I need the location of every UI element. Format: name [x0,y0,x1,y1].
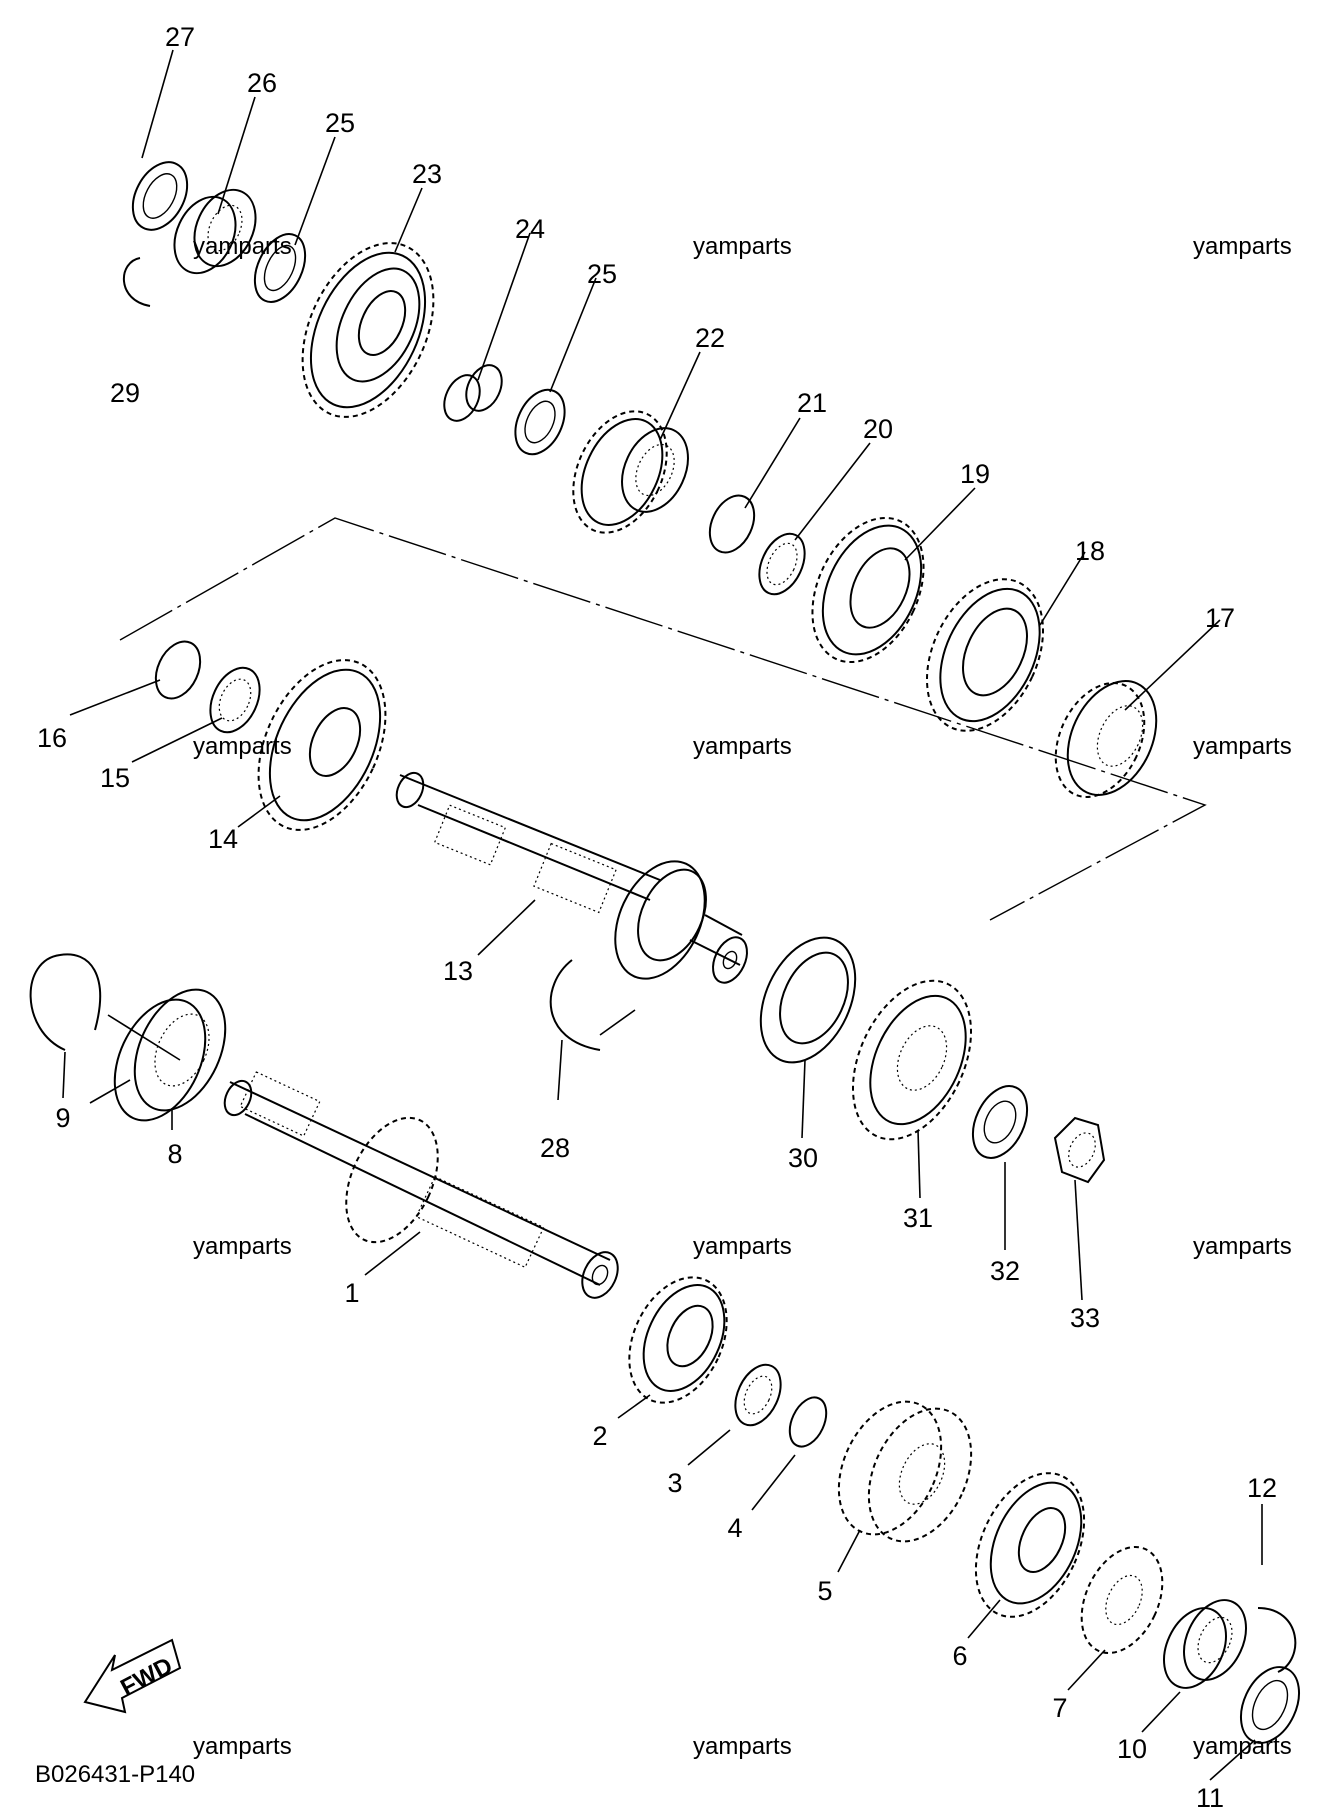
part-23-gear [301,242,435,418]
callout-4: 4 [727,1513,742,1543]
part-code: B026431-P140 [35,1761,195,1788]
part-13-axle [395,771,748,984]
part-2-gear [628,1276,728,1404]
part-25-washer-upper [253,233,307,303]
callout-6: 6 [952,1641,967,1671]
callout-13: 13 [443,956,473,986]
fwd-label: FWD [116,1652,177,1701]
callout-27: 27 [165,22,195,52]
watermark: yamparts [693,1233,792,1260]
part-16-circlip [154,640,202,700]
part-17-gear [1054,680,1158,798]
callout-15: 15 [100,763,130,793]
part-29-circlip [123,257,151,307]
part-8-bearing [113,988,227,1122]
callout-16: 16 [37,723,67,753]
callout-20: 20 [863,414,893,444]
callout-25-mid: 25 [587,259,617,289]
callout-2: 2 [592,1421,607,1451]
part-19-gear [811,516,925,664]
watermark: yamparts [693,1733,792,1760]
part-33-nut [1053,1116,1106,1184]
callout-8: 8 [167,1139,182,1169]
part-14-gear [257,659,387,831]
part-1-main-axle [223,1071,619,1299]
part-26-bearing [173,188,257,275]
watermark: yamparts [193,233,292,260]
part-21-circlip [708,494,756,554]
callout-32: 32 [990,1256,1020,1286]
part-6-gear [974,1472,1086,1618]
part-31-sprocket [851,979,973,1141]
callout-numbers: 27 26 25 23 24 25 22 29 21 20 19 18 17 1… [37,22,1277,1813]
callout-19: 19 [960,459,990,489]
part-10-bearing [1163,1599,1247,1689]
callout-3: 3 [667,1468,682,1498]
callout-29: 29 [110,378,140,408]
callout-22: 22 [695,323,725,353]
watermark: yamparts [1193,733,1292,760]
callout-17: 17 [1205,603,1235,633]
callout-30: 30 [788,1143,818,1173]
part-20-washer [758,532,806,596]
part-30-oil-seal [759,936,857,1064]
part-32-washer [971,1085,1029,1159]
callout-21: 21 [797,388,827,418]
watermark: yamparts [193,1733,292,1760]
leader-lines [62,49,1263,1781]
callout-12: 12 [1247,1473,1277,1503]
part-4-circlip [788,1396,828,1448]
part-15-washer [209,666,261,734]
watermark: yamparts [693,733,792,760]
callout-9: 9 [55,1103,70,1133]
callout-11: 11 [1196,1783,1224,1813]
callout-5: 5 [817,1576,832,1606]
callout-28: 28 [540,1133,570,1163]
callout-31: 31 [903,1203,933,1233]
watermark: yamparts [693,233,792,260]
callout-24: 24 [515,214,545,244]
callout-18: 18 [1075,536,1105,566]
part-22-gear [572,410,689,534]
watermark: yamparts [193,1233,292,1260]
part-3-washer [734,1363,782,1427]
part-12-circlip [1257,1607,1297,1673]
callout-7: 7 [1052,1693,1067,1723]
part-27-washer [131,161,189,231]
callout-33: 33 [1070,1303,1100,1333]
part-24-collar [443,364,503,422]
part-5-gear [837,1400,973,1543]
callout-23: 23 [412,159,442,189]
watermark: yamparts [1193,1233,1292,1260]
callout-25-top: 25 [325,108,355,138]
assembly-group-outline [119,517,1207,921]
fwd-arrow-icon: FWD [83,1638,182,1714]
callout-10: 10 [1117,1734,1147,1764]
callout-1: 1 [344,1278,359,1308]
part-7-gear [1080,1546,1164,1654]
part-28-circlip [549,959,601,1051]
callout-26: 26 [247,68,277,98]
part-25-washer-lower [514,388,566,456]
callout-14: 14 [208,824,238,854]
part-18-gear [925,578,1045,732]
watermark: yamparts [1193,233,1292,260]
part-9-circlip [29,953,101,1051]
